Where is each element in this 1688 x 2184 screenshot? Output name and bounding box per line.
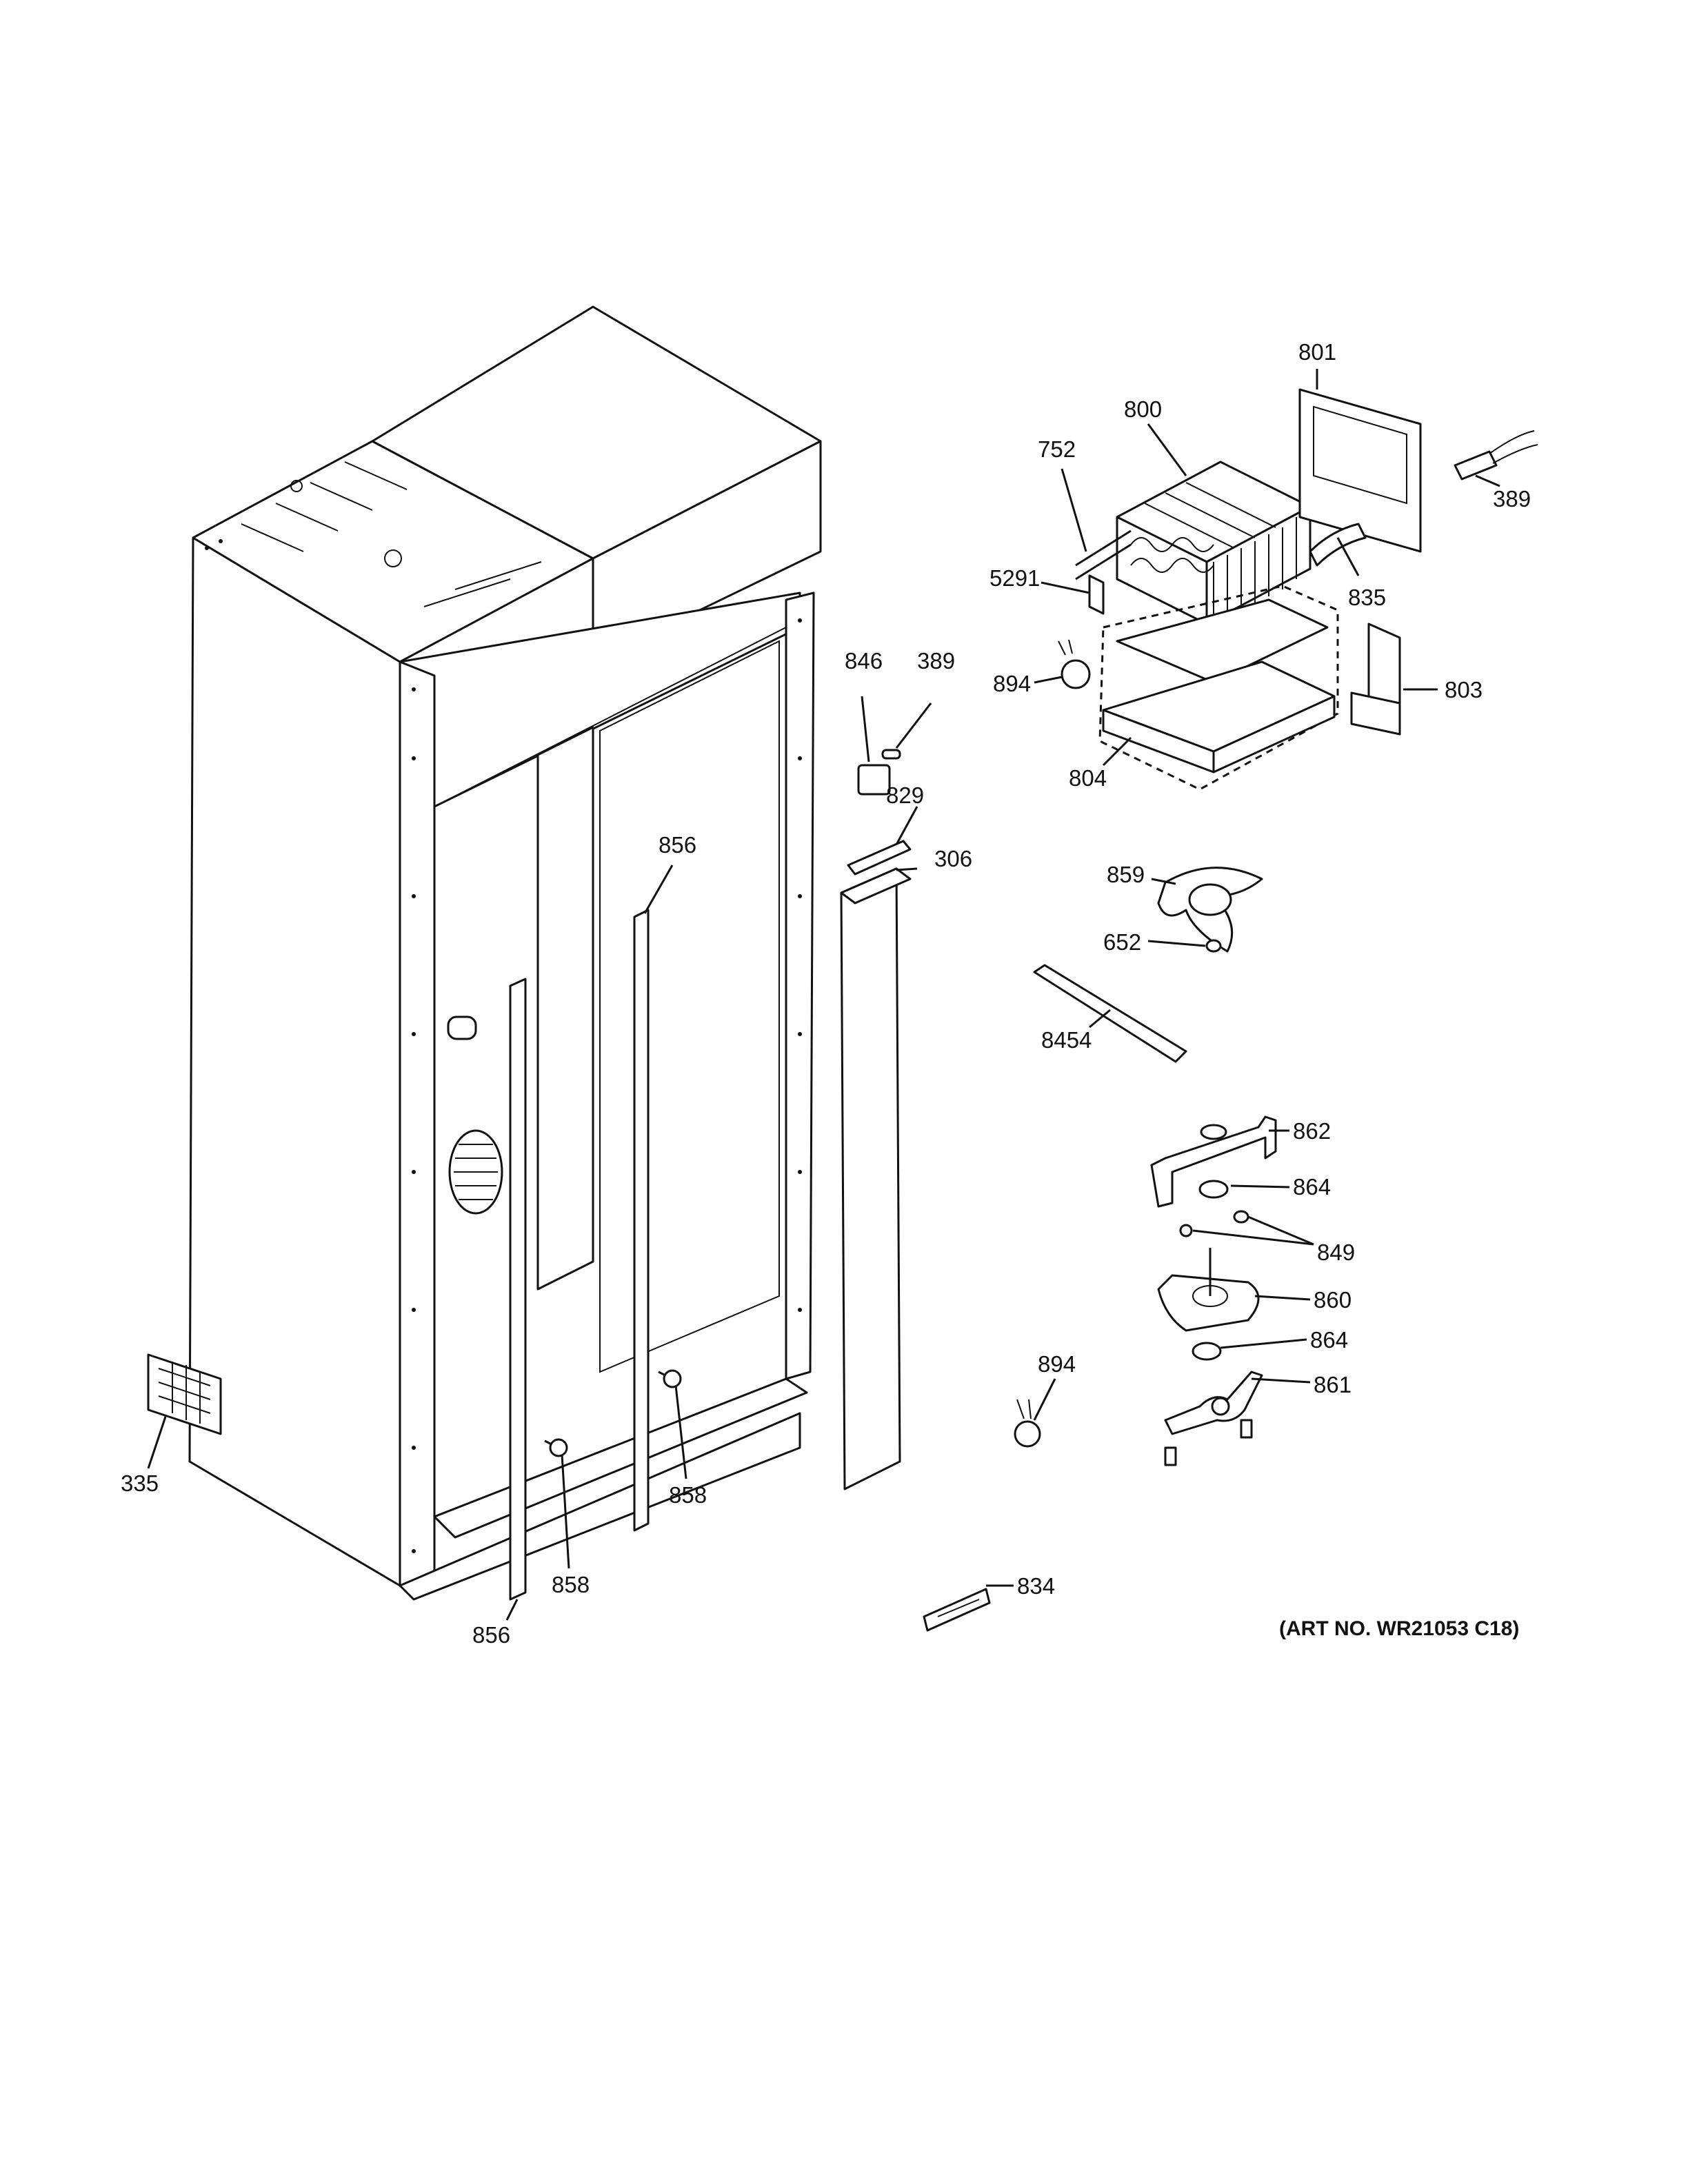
bracket-861 (1164, 1371, 1263, 1435)
part-846 (857, 764, 891, 796)
callout-862: 862 (1293, 1118, 1331, 1144)
evap-cover (599, 640, 780, 1373)
trim-strip-856-left (509, 978, 527, 1601)
grommet-864-upper (1198, 1180, 1229, 1199)
callout-849: 849 (1317, 1240, 1355, 1265)
bracket-5291 (1088, 574, 1105, 615)
callout-864-upper: 864 (1293, 1174, 1331, 1200)
callout-335: 335 (121, 1470, 159, 1496)
callout-801: 801 (1298, 339, 1336, 365)
cabinet-front-right-post (785, 592, 815, 1380)
callout-8454: 8454 (1041, 1027, 1092, 1053)
duct-803 (1350, 623, 1401, 736)
cabinet-bottom-base (399, 1412, 801, 1601)
callout-5291: 5291 (989, 565, 1040, 591)
callout-860: 860 (1314, 1287, 1352, 1313)
tube-8454 (1033, 964, 1187, 1063)
callout-306: 306 (934, 846, 972, 871)
grommet-864-lower (1192, 1342, 1222, 1361)
center-mullion (536, 726, 594, 1291)
leader-lines (147, 369, 1500, 1621)
part-834 (923, 1588, 991, 1632)
heater-752 (1075, 529, 1132, 580)
tube-835 (1309, 523, 1367, 567)
evaporator-800 (1116, 461, 1312, 625)
thermostat-894-top (1058, 639, 1091, 689)
callout-859: 859 (1107, 862, 1145, 887)
callout-803: 803 (1445, 677, 1483, 702)
grille-335 (147, 1353, 222, 1435)
cover-801 (1298, 388, 1422, 553)
cabinet-floor (433, 1377, 808, 1539)
callout-861: 861 (1314, 1372, 1352, 1397)
callout-752: 752 (1038, 436, 1076, 462)
callout-894-top: 894 (993, 671, 1031, 696)
rivets (205, 539, 802, 1553)
callout-389-top: 389 (1493, 486, 1531, 512)
callout-389-middle: 389 (917, 648, 955, 674)
callout-858-left: 858 (552, 1572, 590, 1597)
side-grommet (447, 1015, 477, 1040)
nut-652 (1205, 939, 1222, 953)
callout-652: 652 (1103, 929, 1141, 955)
callout-856-top: 856 (659, 832, 696, 858)
screw-858-left (544, 1438, 568, 1457)
screw-858-right (658, 1369, 682, 1388)
part-389-small (881, 749, 901, 760)
callout-858-right: 858 (669, 1482, 707, 1508)
callout-835: 835 (1348, 585, 1386, 610)
callout-894-bottom: 894 (1038, 1351, 1076, 1377)
callout-864-lower: 864 (1310, 1327, 1348, 1353)
wire-389 (1454, 430, 1538, 481)
drain-pan-804 (1098, 585, 1339, 791)
thermostat-894-bottom (1014, 1399, 1041, 1448)
fan-motor-860 (1157, 1248, 1260, 1332)
cabinet-assembly (188, 305, 822, 1601)
callout-labels: 801 800 752 389 5291 835 894 846 389 803… (121, 339, 1531, 1648)
trim-strip-856-right (633, 909, 650, 1532)
callout-834: 834 (1017, 1573, 1055, 1599)
callout-800: 800 (1124, 396, 1162, 422)
callout-829: 829 (886, 782, 924, 808)
callout-804: 804 (1069, 765, 1107, 791)
callout-846: 846 (845, 648, 883, 674)
fan-blade-859 (1157, 867, 1263, 953)
fan-screws (1164, 1419, 1253, 1466)
bracket-862 (1150, 1115, 1277, 1208)
part-829 (847, 840, 912, 876)
cabinet-front-left-post (399, 660, 436, 1587)
top-vents (241, 461, 542, 607)
cabinet-rear-top-face (592, 440, 822, 663)
mullion-trim-306 (840, 867, 912, 1490)
callout-856-bottom: 856 (472, 1622, 510, 1648)
art-number: (ART NO. WR21053 C18) (1279, 1617, 1519, 1640)
